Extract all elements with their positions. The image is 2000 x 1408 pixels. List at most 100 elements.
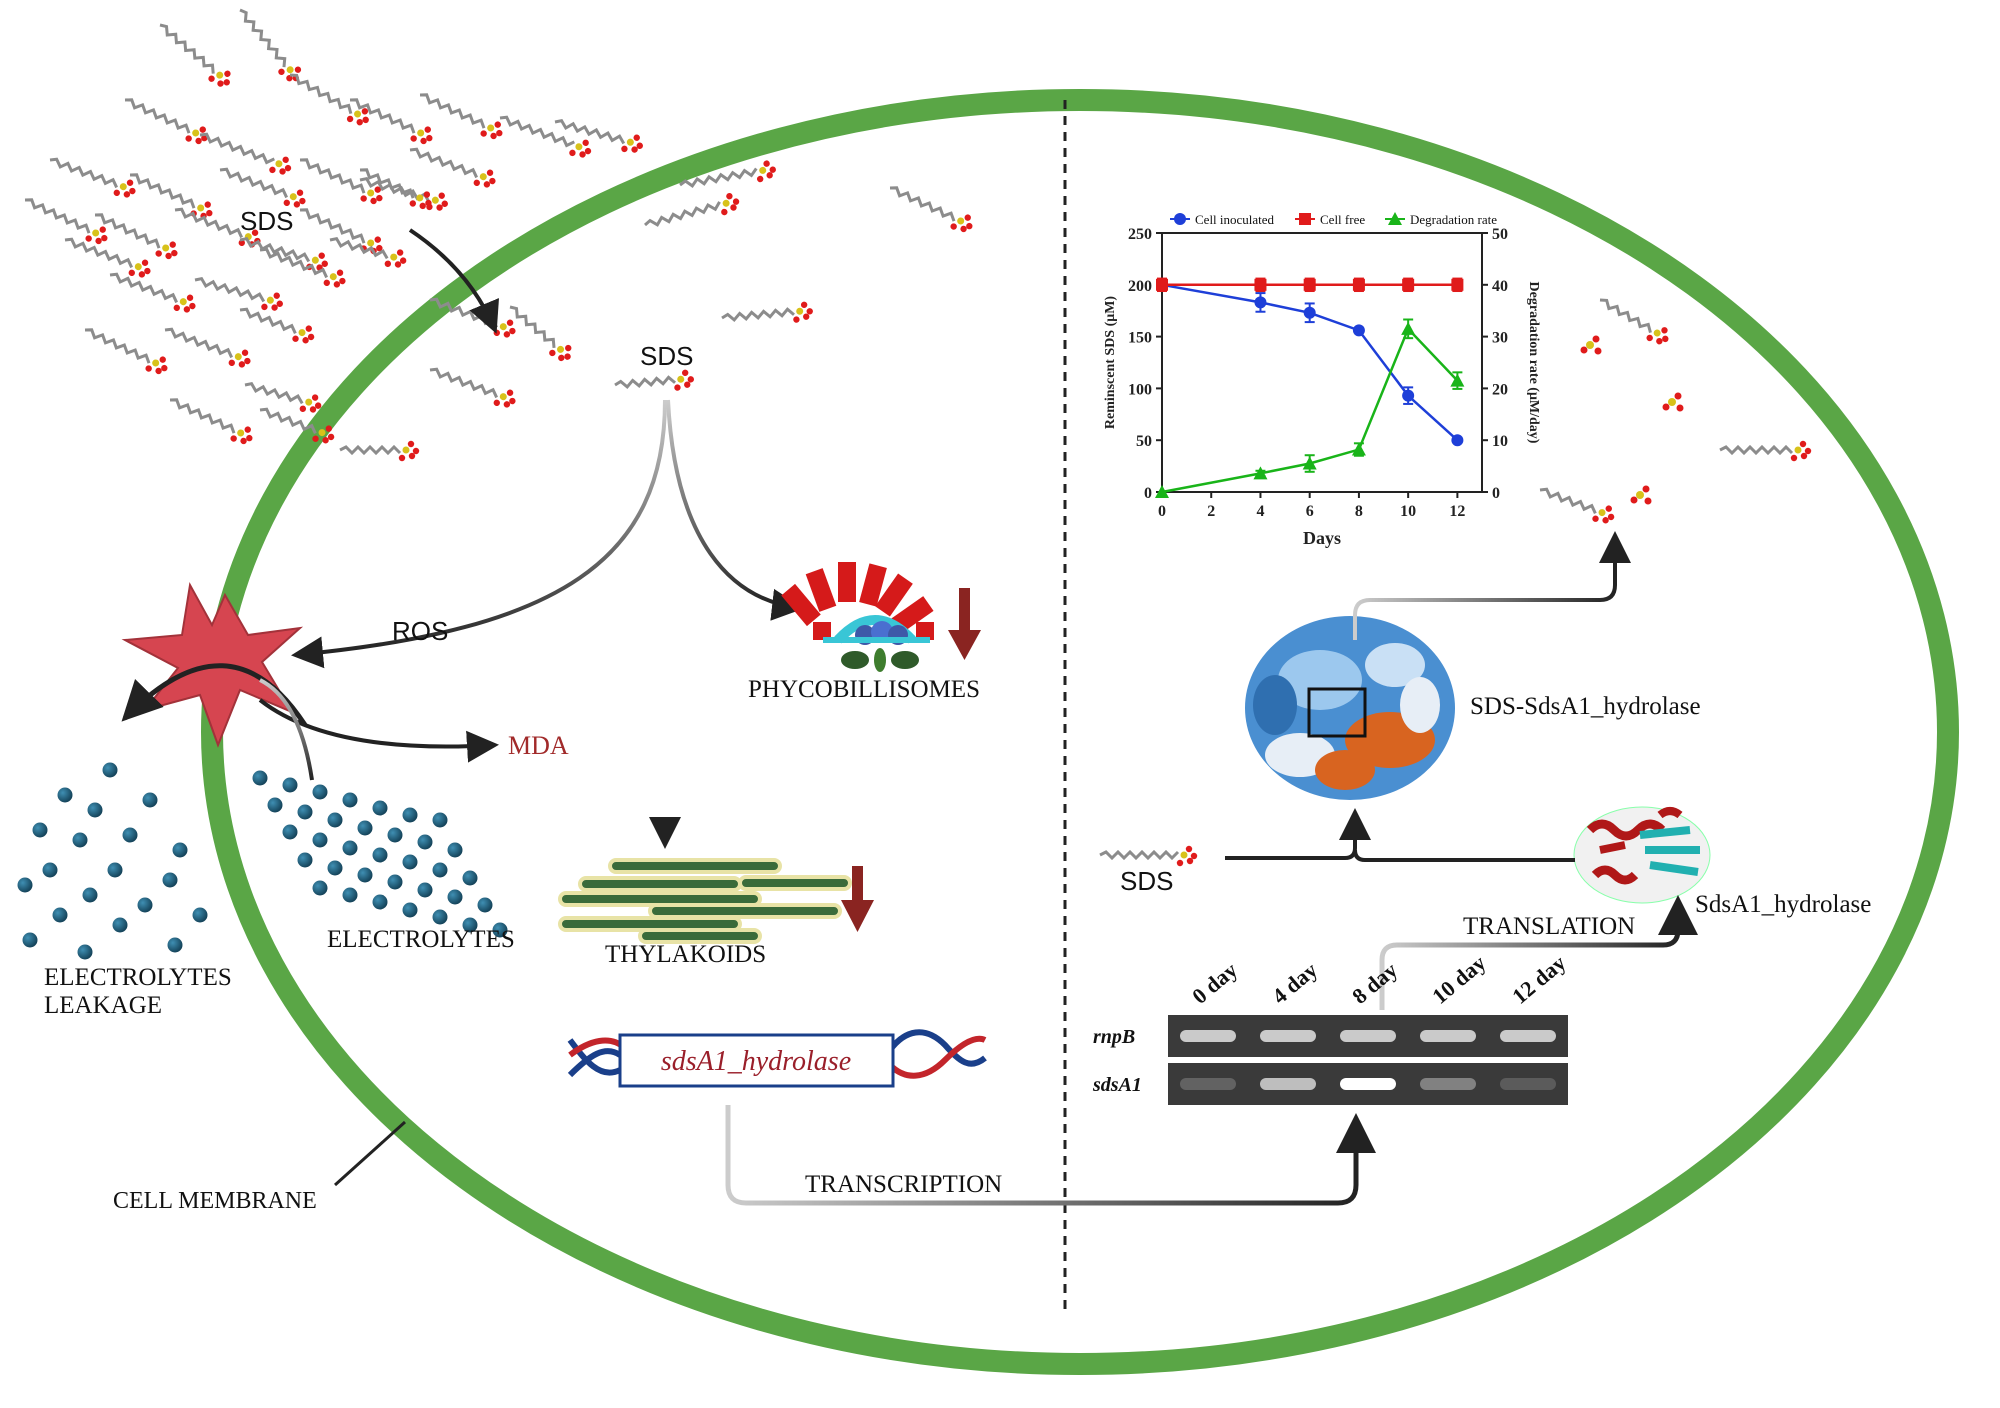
sds-right-label: SDS	[1120, 866, 1173, 896]
sds-molecule-icon	[64, 237, 151, 278]
data-point	[1401, 321, 1416, 335]
x-axis-label: Days	[1303, 528, 1341, 548]
electrolyte-dot-icon	[402, 854, 418, 870]
ros-label: ROS	[392, 616, 448, 646]
sulfate-head-icon	[1580, 335, 1602, 355]
sds-molecule-icon	[199, 132, 292, 175]
x-tick-label: 12	[1449, 503, 1465, 520]
protein-structure-icon	[1245, 616, 1455, 800]
sds-molecule-icon	[889, 186, 973, 233]
y2-axis-label: Degradation rate (μM/day)	[1526, 282, 1541, 444]
enzyme-label: SdsA1_hydrolase	[1695, 891, 1871, 918]
mda-label: MDA	[508, 731, 569, 760]
phycobilisomes-label: PHYCOBILLISOMES	[748, 676, 980, 703]
electrolyte-dot-icon	[142, 792, 158, 808]
x-tick-label: 0	[1158, 503, 1166, 520]
y2-tick-label: 10	[1492, 433, 1508, 450]
electrolyte-dot-icon	[82, 887, 98, 903]
x-tick-label: 10	[1400, 503, 1416, 520]
sds-molecule-cloud	[24, 8, 973, 462]
dna-helix-icon	[567, 1029, 987, 1079]
sds-molecule-icon	[329, 236, 407, 268]
sds-molecule-icon	[259, 407, 335, 444]
electrolyte-dot-icon	[282, 777, 298, 793]
legend-label: Cell inoculated	[1195, 212, 1275, 227]
sds-molecule-icon	[644, 192, 740, 227]
electrolyte-dot-icon	[342, 840, 358, 856]
electrolyte-dot-icon	[17, 877, 33, 893]
electrolyte-dot-icon	[312, 832, 328, 848]
translation-label: TRANSLATION	[1463, 913, 1635, 940]
electrolyte-dot-icon	[462, 870, 478, 886]
thylakoids-label: THYLAKOIDS	[605, 941, 766, 968]
data-point	[1155, 485, 1169, 498]
electrolyte-dot-icon	[417, 834, 433, 850]
electrolytes-leakage-label-2: LEAKAGE	[44, 992, 162, 1019]
sds-entry-arrow	[408, 228, 499, 334]
sds-molecule-icon	[259, 247, 346, 288]
x-tick-label: 2	[1207, 503, 1215, 520]
phycobilisome-pathway-arrow	[666, 399, 804, 621]
sds-molecule-icon	[1539, 487, 1615, 524]
gel-band	[1260, 1078, 1316, 1090]
electrolyte-dot-icon	[162, 872, 178, 888]
sds-molecule-icon	[244, 381, 322, 413]
cell-membrane-pointer	[333, 1120, 407, 1187]
electrolyte-dot-icon	[252, 770, 268, 786]
electrolyte-dot-icon	[77, 944, 93, 960]
sds-molecule-icon	[554, 118, 643, 153]
data-point	[1450, 373, 1465, 387]
data-point	[1451, 278, 1464, 291]
data-point	[1303, 278, 1316, 291]
electrolyte-dot-icon	[167, 937, 183, 953]
sds-molecule-icon	[219, 167, 306, 208]
y2-tick-label: 0	[1492, 485, 1500, 502]
y2-tick-label: 30	[1492, 330, 1508, 347]
gene-box	[618, 1033, 895, 1088]
translation-arrow	[1379, 895, 1698, 1010]
electrolyte-dot-icon	[87, 802, 103, 818]
y-tick-label: 200	[1128, 278, 1152, 295]
electrolyte-dot-icon	[72, 832, 88, 848]
complex-label: SDS-SdsA1_hydrolase	[1470, 693, 1701, 720]
gel-lane-label: 12 day	[1507, 950, 1570, 1009]
sds-molecule-icon	[499, 115, 592, 158]
data-point	[1402, 389, 1415, 402]
electrolyte-dot-icon	[172, 842, 188, 858]
gel-row-label: rnpB	[1093, 1026, 1135, 1048]
y-tick-label: 100	[1128, 381, 1152, 398]
electrolyte-dot-icon	[282, 824, 298, 840]
sds-outside-label: SDS	[240, 206, 293, 236]
electrolyte-dot-icon	[342, 792, 358, 808]
gel-band	[1180, 1030, 1236, 1042]
gel-lane-label: 10 day	[1427, 950, 1490, 1009]
complex-to-products-arrow	[1353, 531, 1631, 640]
sds-molecule-icon	[239, 307, 315, 344]
sds-molecule-icon	[1099, 845, 1198, 867]
electrolyte-dot-icon	[402, 902, 418, 918]
electrolyte-dot-icon	[327, 812, 343, 828]
data-point	[1254, 278, 1267, 291]
electrolyte-dot-icon	[372, 847, 388, 863]
gel-row-label: sdsA1	[1092, 1074, 1142, 1096]
sulfate-head-icon	[1630, 485, 1652, 505]
mda-arrow	[258, 698, 499, 763]
gel-lane-label: 0 day	[1187, 957, 1242, 1009]
y2-tick-label: 40	[1492, 278, 1508, 295]
enzyme-binding-line	[1353, 849, 1575, 862]
series-line	[1161, 326, 1459, 494]
sds-molecule-icon	[429, 367, 516, 408]
gel-band	[1420, 1030, 1476, 1042]
gel-band	[1180, 1078, 1236, 1090]
electrolytes-leakage-label-1: ELECTROLYTES	[44, 964, 232, 991]
sds-molecule-icon	[409, 147, 496, 188]
gel-band	[1340, 1030, 1396, 1042]
sds-binding-line	[1225, 808, 1371, 860]
electrolyte-dot-icon	[357, 820, 373, 836]
electrolyte-dot-icon	[32, 822, 48, 838]
y-axis-label: Reminscent SDS (μM)	[1103, 296, 1118, 429]
sds-molecule-icon	[419, 93, 503, 140]
electrolyte-dot-icon	[387, 827, 403, 843]
